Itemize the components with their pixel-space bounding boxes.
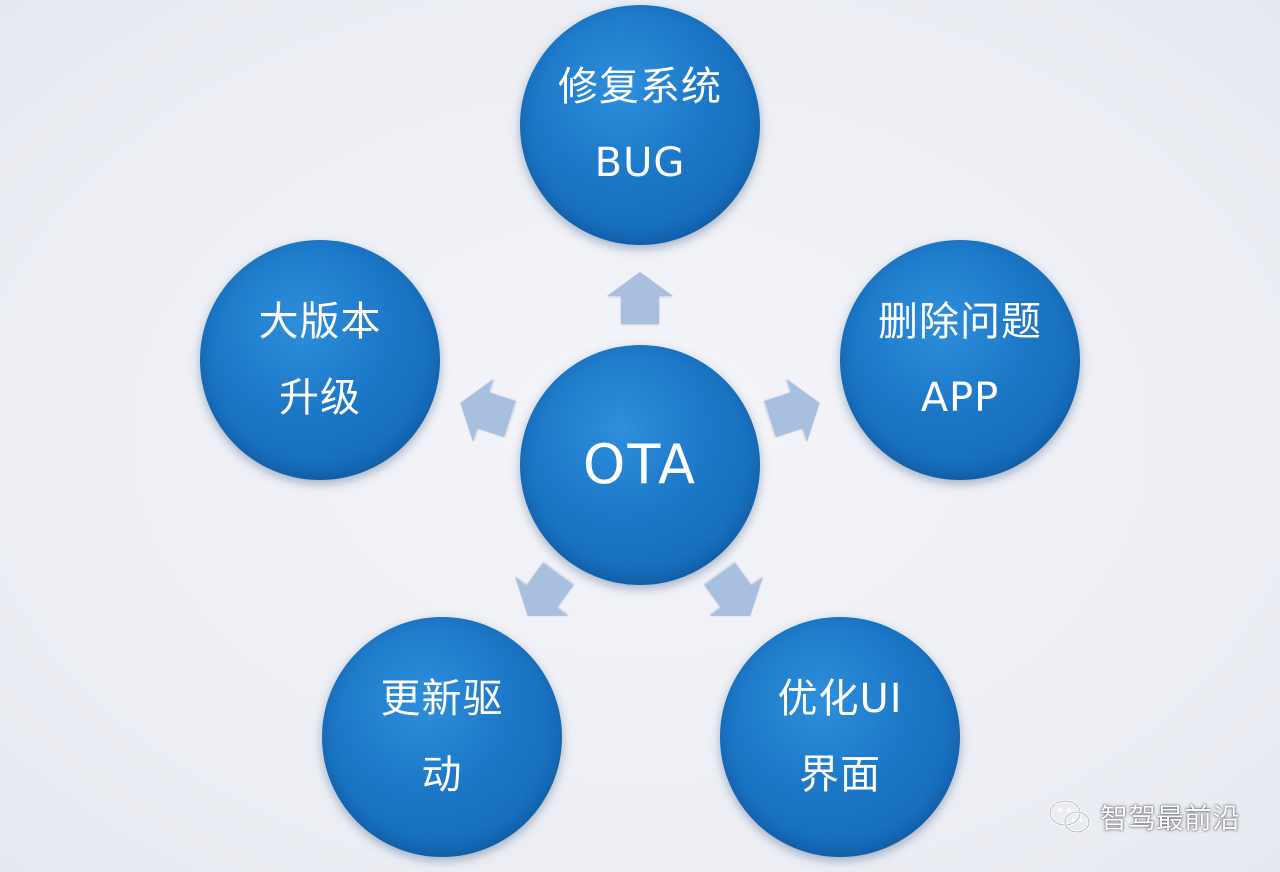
node-remove-app-label: 删除问题APP	[878, 299, 1042, 421]
node-major-upgrade: 大版本升级	[200, 240, 440, 480]
node-remove-app: 删除问题APP	[840, 240, 1080, 480]
wechat-icon	[1048, 799, 1091, 834]
node-fix-bug-label: 修复系统BUG	[558, 64, 722, 186]
arrow-up-icon	[607, 272, 673, 324]
arrow-left-icon	[460, 378, 516, 442]
node-fix-bug: 修复系统BUG	[520, 5, 760, 245]
watermark-text: 智驾最前沿	[1099, 802, 1240, 835]
node-major-upgrade-label: 大版本升级	[258, 299, 382, 421]
watermark: 智驾最前沿	[1048, 797, 1240, 837]
arrow-down-right-icon	[704, 562, 763, 617]
arrow-right-icon	[764, 378, 820, 442]
node-optimize-ui: 优化UI界面	[720, 617, 960, 857]
node-ota-center-label: OTA	[582, 433, 698, 496]
node-update-driver-label: 更新驱动	[380, 676, 504, 798]
node-optimize-ui-label: 优化UI界面	[777, 676, 903, 798]
arrow-down-left-icon	[515, 562, 574, 617]
node-ota-center: OTA	[520, 345, 760, 585]
node-update-driver: 更新驱动	[322, 617, 562, 857]
